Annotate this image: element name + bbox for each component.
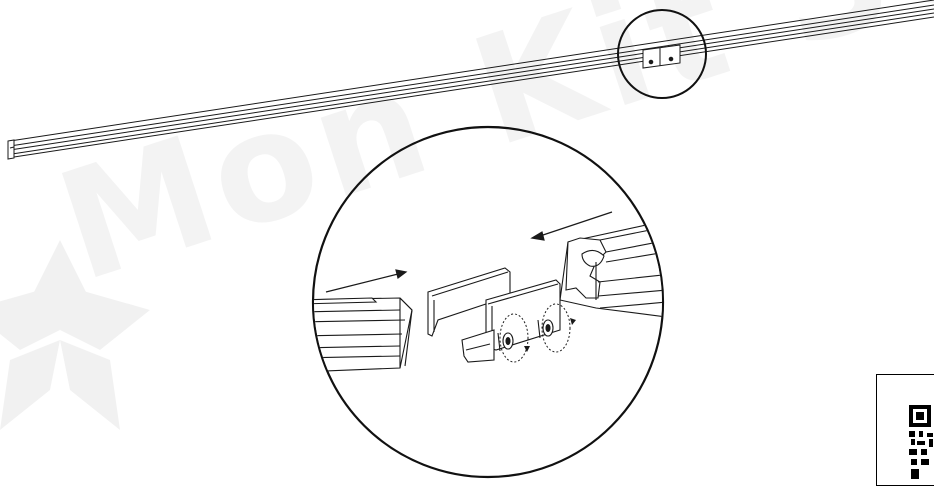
rotation-arrow-right-icon [570, 318, 576, 325]
splice-connector [427, 267, 561, 363]
insert-arrow-left-icon [325, 269, 408, 293]
detail-magnified-circle [311, 125, 665, 479]
detail-callout-circle [617, 9, 707, 99]
right-rail-section [559, 221, 662, 321]
qr-code [876, 374, 934, 486]
rotation-indicator-left [499, 313, 529, 363]
rotation-arrow-left-icon [524, 346, 530, 352]
rotation-indicator-right [541, 303, 571, 353]
insert-arrow-right-icon [530, 211, 613, 241]
full-rail [7, 0, 934, 160]
rail-joint [642, 44, 681, 69]
qr-code-icon [909, 405, 933, 479]
